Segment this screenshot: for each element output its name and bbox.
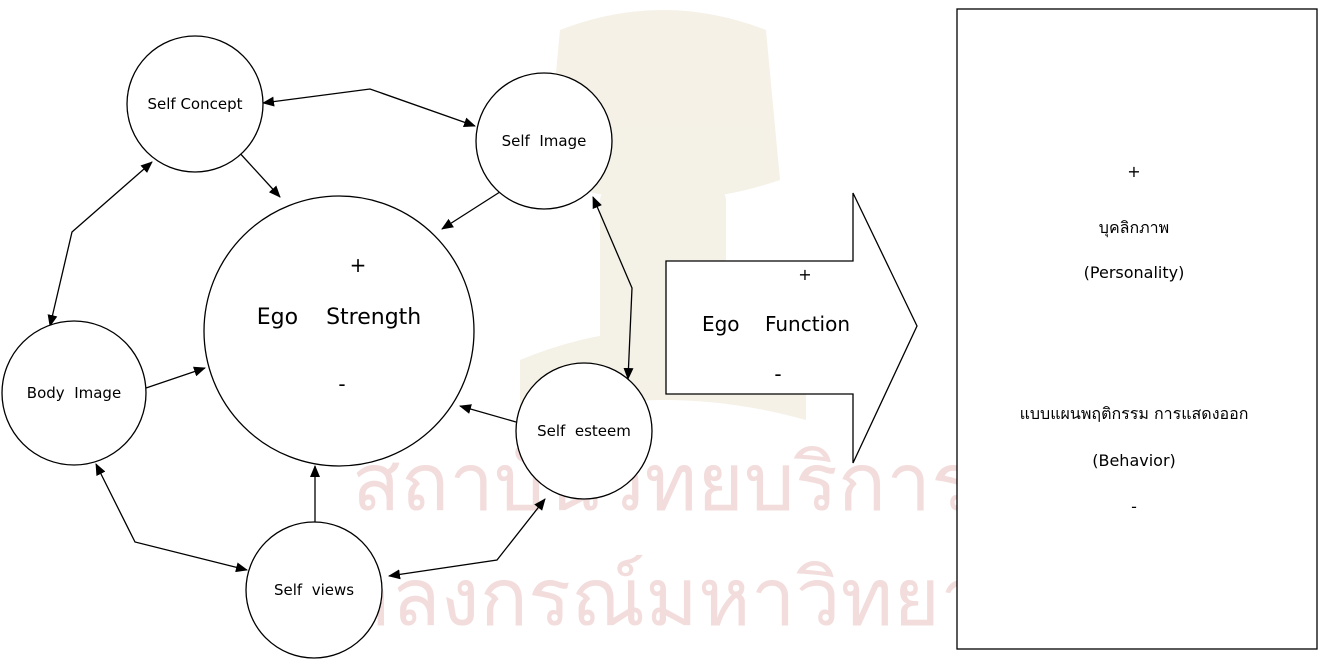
watermark-line-1: สถาบันวิทยบริการ: [352, 436, 974, 529]
arrow-self-image-self-esteem: [592, 196, 634, 380]
body-image-label: Body Image: [27, 384, 121, 402]
personality-label: (Personality): [1084, 263, 1185, 282]
ego-function-plus: +: [798, 265, 811, 284]
outcome-box: [956, 8, 1318, 650]
watermark-line-2: จุฬาลงกรณ์มหาวิทยาลัย: [245, 551, 1081, 646]
arrow-self-image-to-ego: [441, 189, 504, 230]
behavior-thai-label: แบบแผนพฤติกรรม การแสดงออก: [1020, 404, 1249, 423]
arrow-self-esteem-to-ego: [459, 404, 517, 423]
arrow-body-image-to-ego: [145, 366, 206, 389]
self-views-label: Self views: [274, 581, 354, 599]
arrow-self-esteem-self-views: [388, 498, 546, 580]
outcome-minus: -: [1131, 497, 1137, 516]
node-self-views: [245, 521, 383, 659]
arrow-self-concept-body-image: [47, 161, 153, 327]
node-ego-strength: [203, 195, 475, 467]
ego-strength-label: Ego Strength: [257, 305, 421, 330]
node-body-image: [1, 320, 147, 466]
self-image-label: Self Image: [502, 132, 587, 150]
ego-strength-minus: -: [338, 372, 345, 396]
arrow-self-concept-self-image: [262, 88, 476, 128]
ego-strength-plus: +: [350, 253, 367, 277]
outcome-plus: +: [1127, 162, 1140, 181]
arrow-body-image-self-views: [95, 463, 248, 573]
ego-function-arrow: [665, 192, 918, 464]
ego-function-label: Ego Function: [702, 312, 850, 336]
behavior-label: (Behavior): [1092, 451, 1176, 470]
arrow-self-concept-to-ego: [236, 149, 281, 198]
node-self-concept: [126, 35, 264, 173]
self-esteem-label: Self esteem: [537, 422, 631, 440]
node-self-image: [475, 72, 613, 210]
self-concept-label: Self Concept: [147, 95, 242, 113]
node-self-esteem: [515, 362, 653, 500]
ego-function-minus: -: [774, 362, 781, 386]
personality-thai-label: บุคลิกภาพ: [1099, 218, 1169, 238]
